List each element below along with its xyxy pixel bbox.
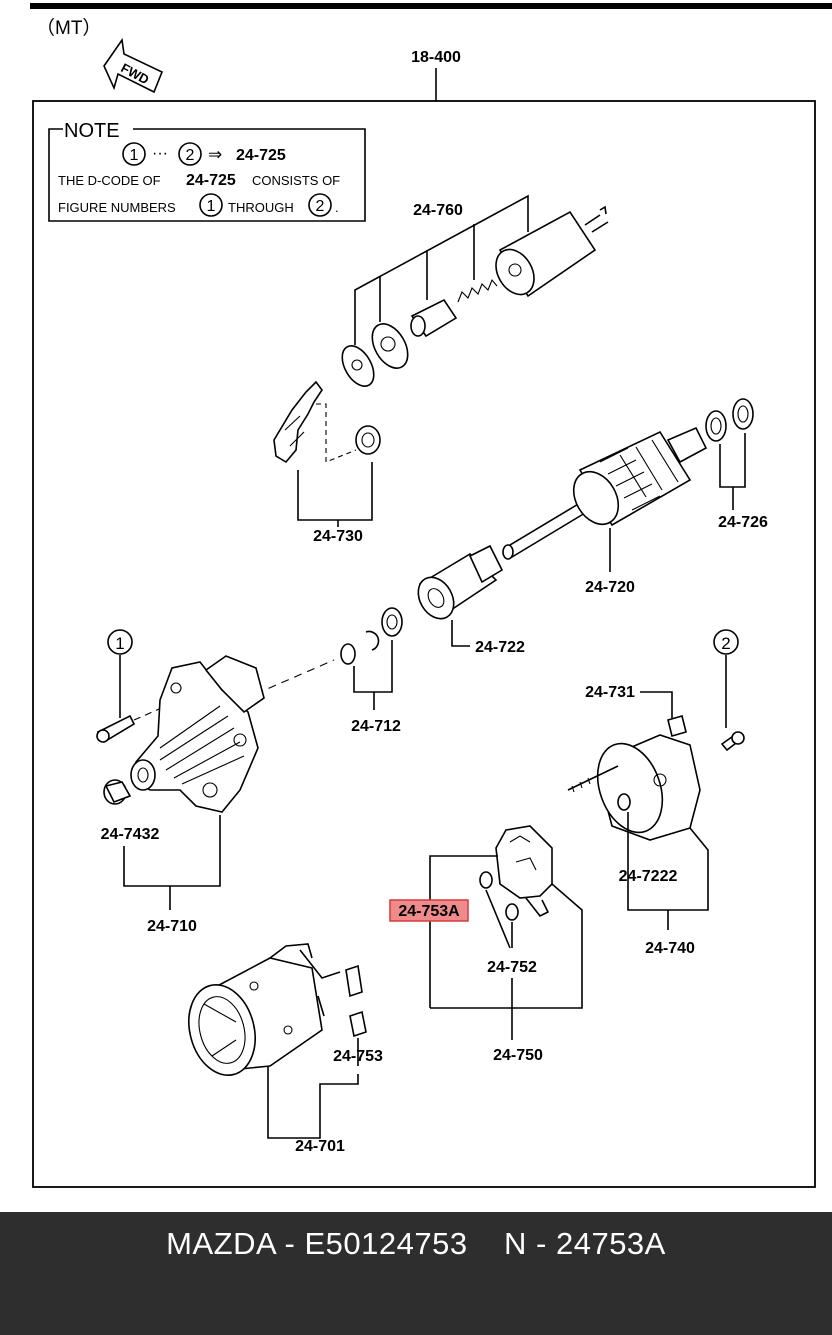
label-24-7222: 24-7222: [619, 868, 678, 885]
footer-bar: MAZDA - E50124753 N - 24753A: [0, 1212, 832, 1335]
part-number-caption: MAZDA - E50124753 N - 24753A: [166, 1226, 666, 1261]
label-24-753: 24-753: [333, 1048, 383, 1065]
callout-2: 2: [721, 634, 730, 653]
label-24-750: 24-750: [493, 1047, 543, 1064]
note-line2-suffix: CONSISTS OF: [252, 173, 340, 188]
note-box: NOTE 1 ··· 2 ⇒ 24-725 THE D-CODE OF 24-7…: [48, 120, 366, 222]
armature-group: 24-720: [502, 426, 708, 596]
note-line3-mid: THROUGH: [228, 200, 294, 215]
label-24-730: 24-730: [313, 528, 363, 545]
label-24-740: 24-740: [645, 940, 695, 957]
label-24-720: 24-720: [585, 579, 635, 596]
note-line3-circle-2: 2: [316, 198, 325, 215]
yoke-group: 24-753 24-701: [188, 943, 383, 1155]
lever-group: 24-730: [273, 380, 381, 545]
label-24-731: 24-731: [585, 684, 635, 701]
parts-diagram: （MT） FWD 18-400 NOTE 1 ··· 2 ⇒ 24-725 TH…: [30, 3, 832, 1188]
label-24-710: 24-710: [147, 918, 197, 935]
brush-holder-group: 24-753A 24-752 24-750: [389, 825, 583, 1064]
rear-cover-group: 2 24-731 24-7222 24-740: [567, 629, 745, 957]
callout-1-circle: [107, 629, 133, 655]
label-24-722: 24-722: [475, 639, 525, 656]
note-target-code: 24-725: [236, 147, 286, 164]
note-line3-prefix: FIGURE NUMBERS: [58, 200, 176, 215]
note-line2-prefix: THE D-CODE OF: [58, 173, 161, 188]
label-24-752: 24-752: [487, 959, 537, 976]
solenoid-group: 24-760: [341, 194, 609, 387]
note-title: NOTE: [64, 120, 120, 142]
note-line3-circle-1: 1: [207, 198, 216, 215]
note-ellipsis: ···: [152, 145, 168, 162]
housing-group: 1 24-7432 24-710: [96, 629, 265, 935]
assembly-code: 18-400: [411, 49, 461, 66]
callout-2-circle: [713, 629, 739, 655]
note-line3-end: .: [335, 200, 339, 215]
label-24-753A: 24-753A: [398, 903, 460, 920]
note-arrow: ⇒: [208, 145, 222, 164]
transmission-label: （MT）: [36, 17, 101, 39]
pinion-group: 24-722: [417, 544, 525, 656]
label-24-726: 24-726: [718, 514, 768, 531]
label-24-701: 24-701: [295, 1138, 345, 1155]
washer-group: 24-726: [705, 398, 768, 531]
callout-1: 1: [115, 634, 124, 653]
diagram-frame: [32, 100, 816, 1188]
label-24-7432: 24-7432: [101, 826, 160, 843]
highlight-box: [389, 899, 469, 922]
fwd-arrow-icon: FWD: [103, 37, 164, 94]
label-24-712: 24-712: [351, 718, 401, 735]
note-line2-code: 24-725: [186, 172, 236, 189]
note-circle-1: 1: [130, 147, 139, 164]
label-24-760: 24-760: [413, 202, 463, 219]
note-circle-2: 2: [186, 147, 195, 164]
top-rule: [30, 3, 832, 9]
clip-group: 24-712: [229, 607, 403, 735]
